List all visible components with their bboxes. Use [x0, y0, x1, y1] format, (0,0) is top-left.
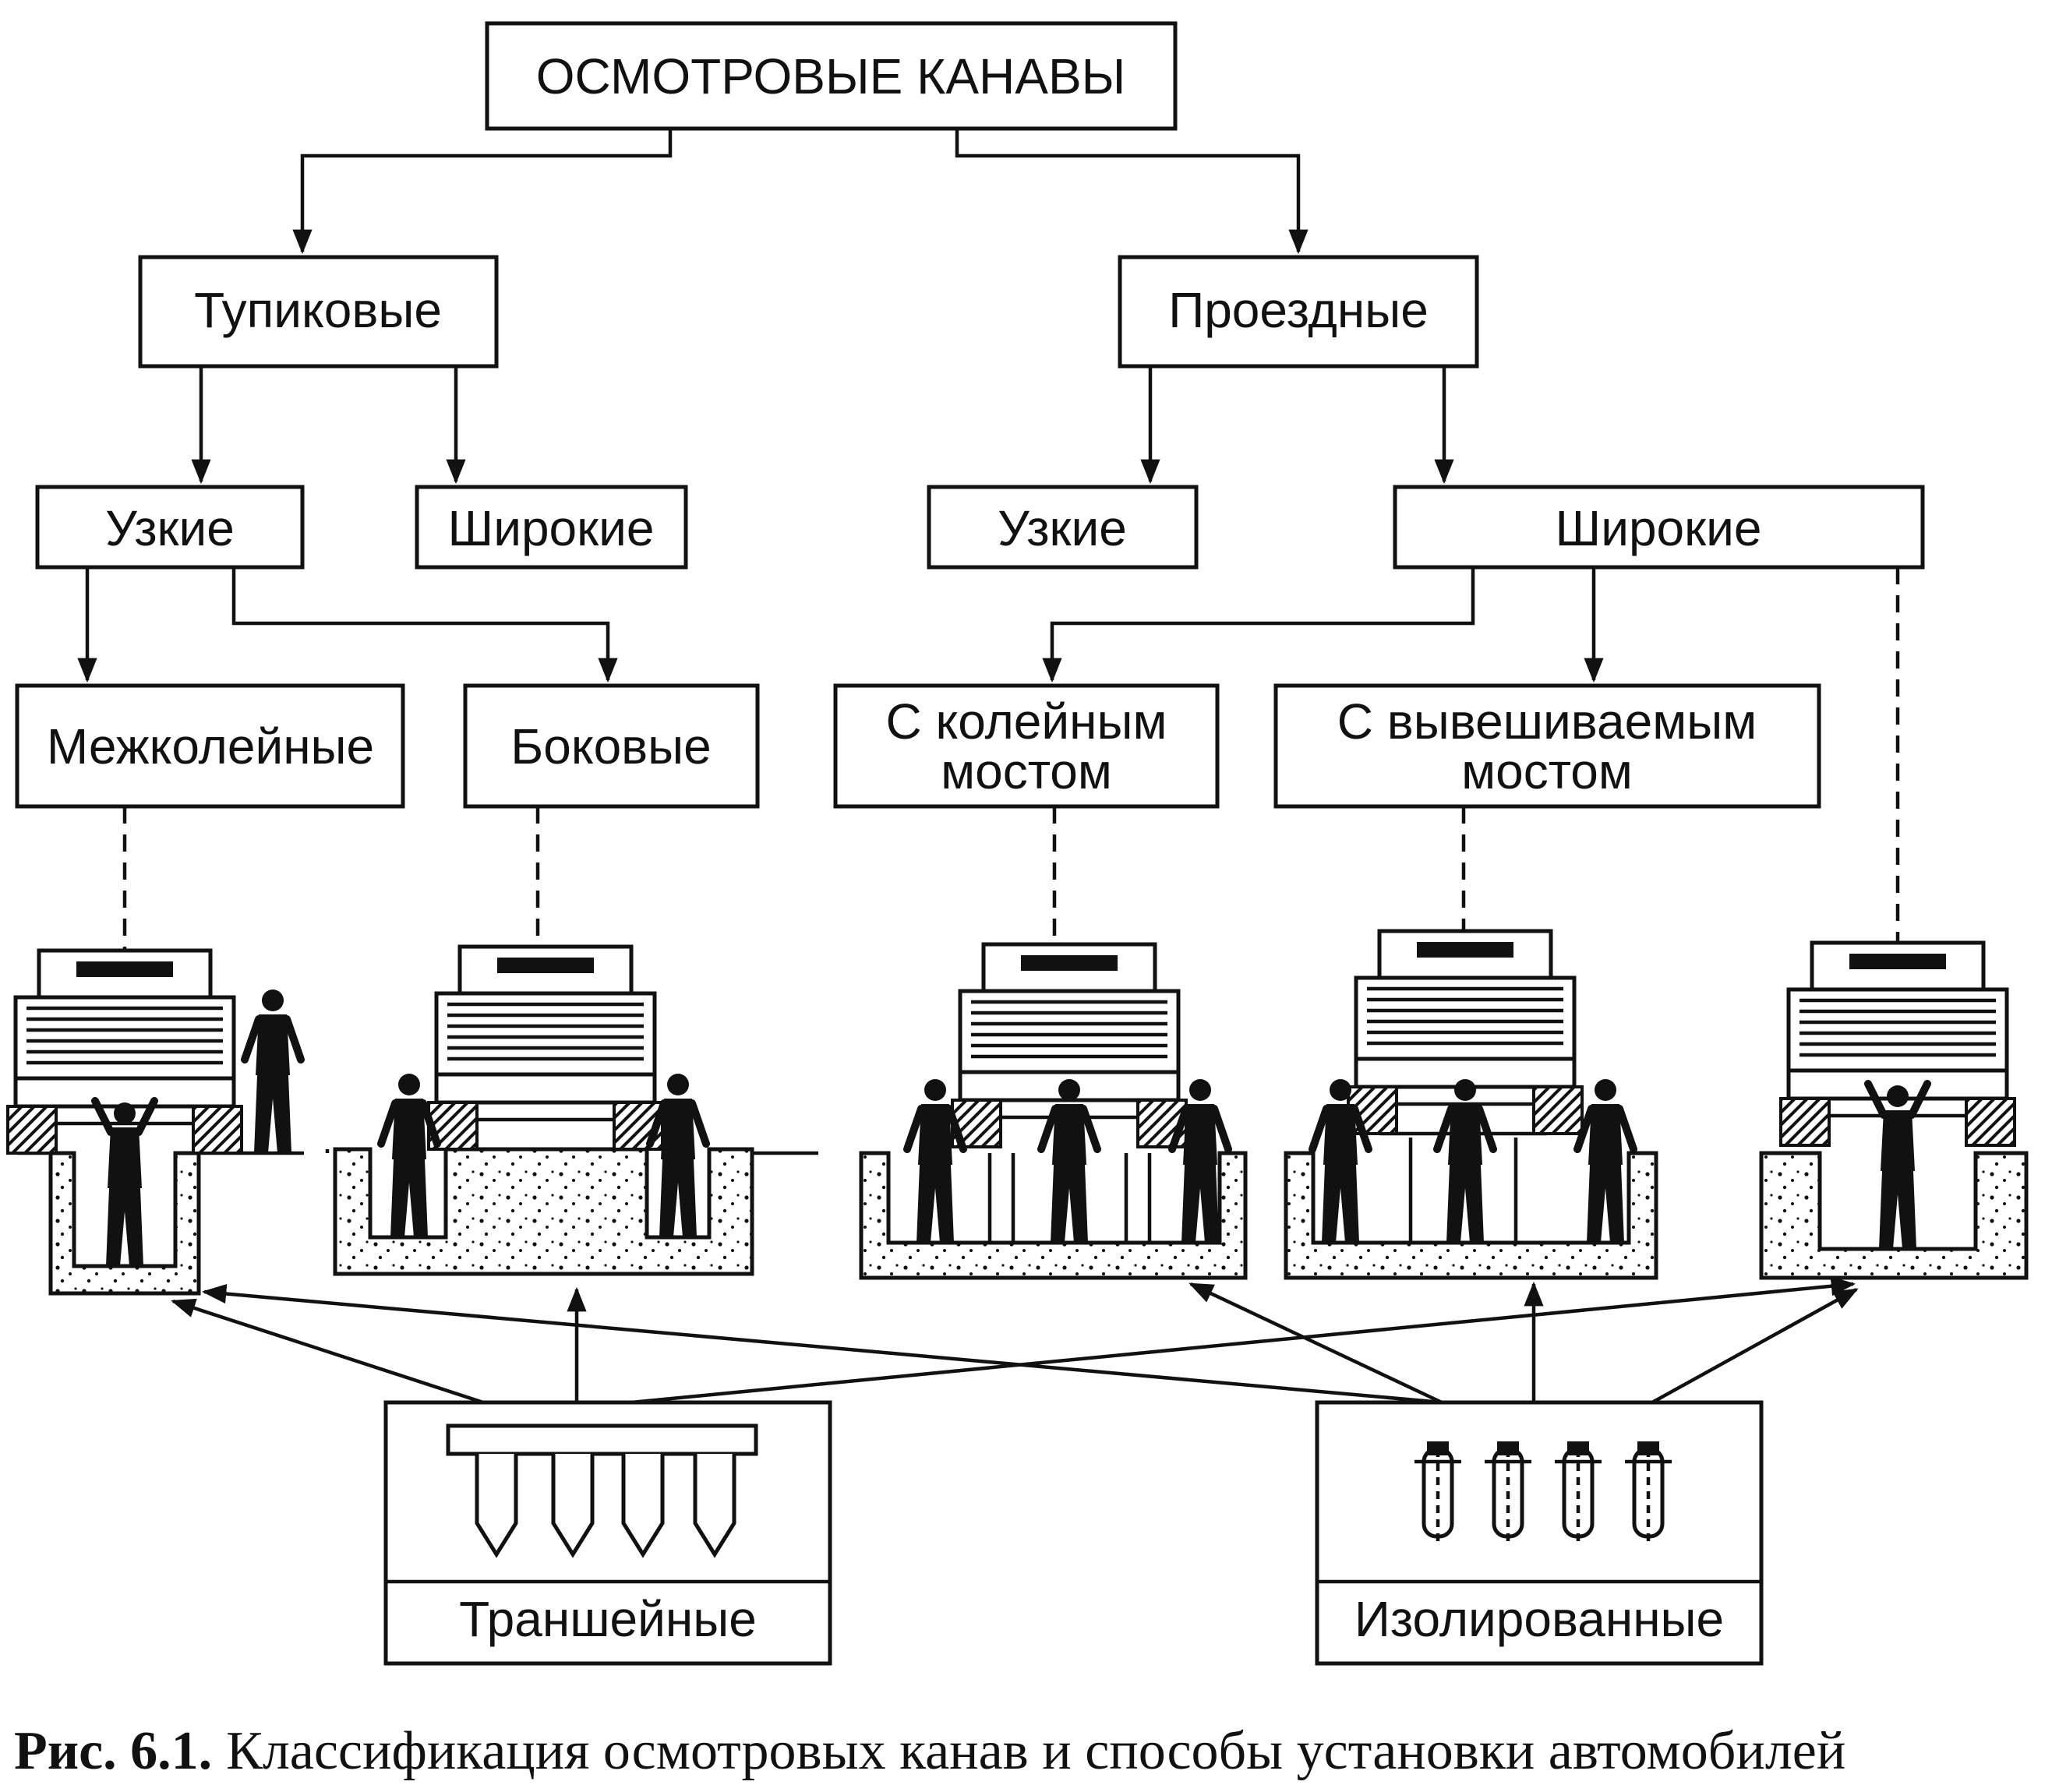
illustration-wide-through-pit [1759, 943, 2029, 1280]
node-suspended-bridge-label-line1: С вывешиваемым [1337, 693, 1757, 750]
node-through-label: Проездные [1168, 282, 1429, 338]
node-root-label: ОСМОТРОВЫЕ КАНАВЫ [536, 48, 1126, 104]
node-dead-end-wide: Широкие [415, 485, 688, 570]
figure-caption-text: Классификация осмотровых канав и способы… [226, 1721, 1845, 1781]
node-through: Проездные [1118, 255, 1479, 369]
node-suspended-bridge: С вывешиваемым мостом [1273, 683, 1821, 809]
node-through-wide: Широкие [1393, 485, 1925, 570]
node-side: Боковые [463, 683, 760, 809]
figure-caption-prefix: Рис. 6.1. [14, 1721, 212, 1781]
node-dead-end-narrow: Узкие [35, 485, 305, 570]
node-dead-end: Тупиковые [138, 255, 499, 369]
node-dead-end-wide-label: Широкие [448, 500, 655, 556]
illustration-inter-track-pit [8, 951, 304, 1296]
illustration-side-pits [325, 947, 818, 1276]
node-through-wide-label: Широкие [1556, 500, 1762, 556]
node-isolated: Изолированные [1315, 1400, 1764, 1666]
trench-icon [446, 1423, 758, 1558]
node-dead-end-narrow-label: Узкие [105, 500, 235, 556]
node-root: ОСМОТРОВЫЕ КАНАВЫ [485, 21, 1178, 131]
node-isolated-label: Изолированные [1354, 1591, 1724, 1647]
node-side-label: Боковые [510, 718, 712, 774]
illustration-track-bridge-pit [859, 944, 1248, 1280]
node-track-bridge: С колейным мостом [833, 683, 1220, 809]
node-through-narrow-label: Узкие [998, 500, 1127, 556]
node-dead-end-label: Тупиковые [194, 282, 442, 338]
node-suspended-bridge-label-line2: мостом [1461, 743, 1633, 799]
illustration-suspended-bridge-pit [1284, 931, 1658, 1280]
figure-caption: Рис. 6.1.Классификация осмотровых канав … [14, 1721, 1845, 1781]
node-track-bridge-label-line2: мостом [941, 743, 1112, 799]
node-inter-track: Межколейные [15, 683, 405, 809]
node-through-narrow: Узкие [927, 485, 1199, 570]
node-track-bridge-label-line1: С колейным [886, 693, 1167, 750]
node-trench-label: Траншейные [459, 1591, 757, 1647]
node-inter-track-label: Межколейные [47, 718, 374, 774]
node-trench: Траншейные [383, 1400, 832, 1666]
